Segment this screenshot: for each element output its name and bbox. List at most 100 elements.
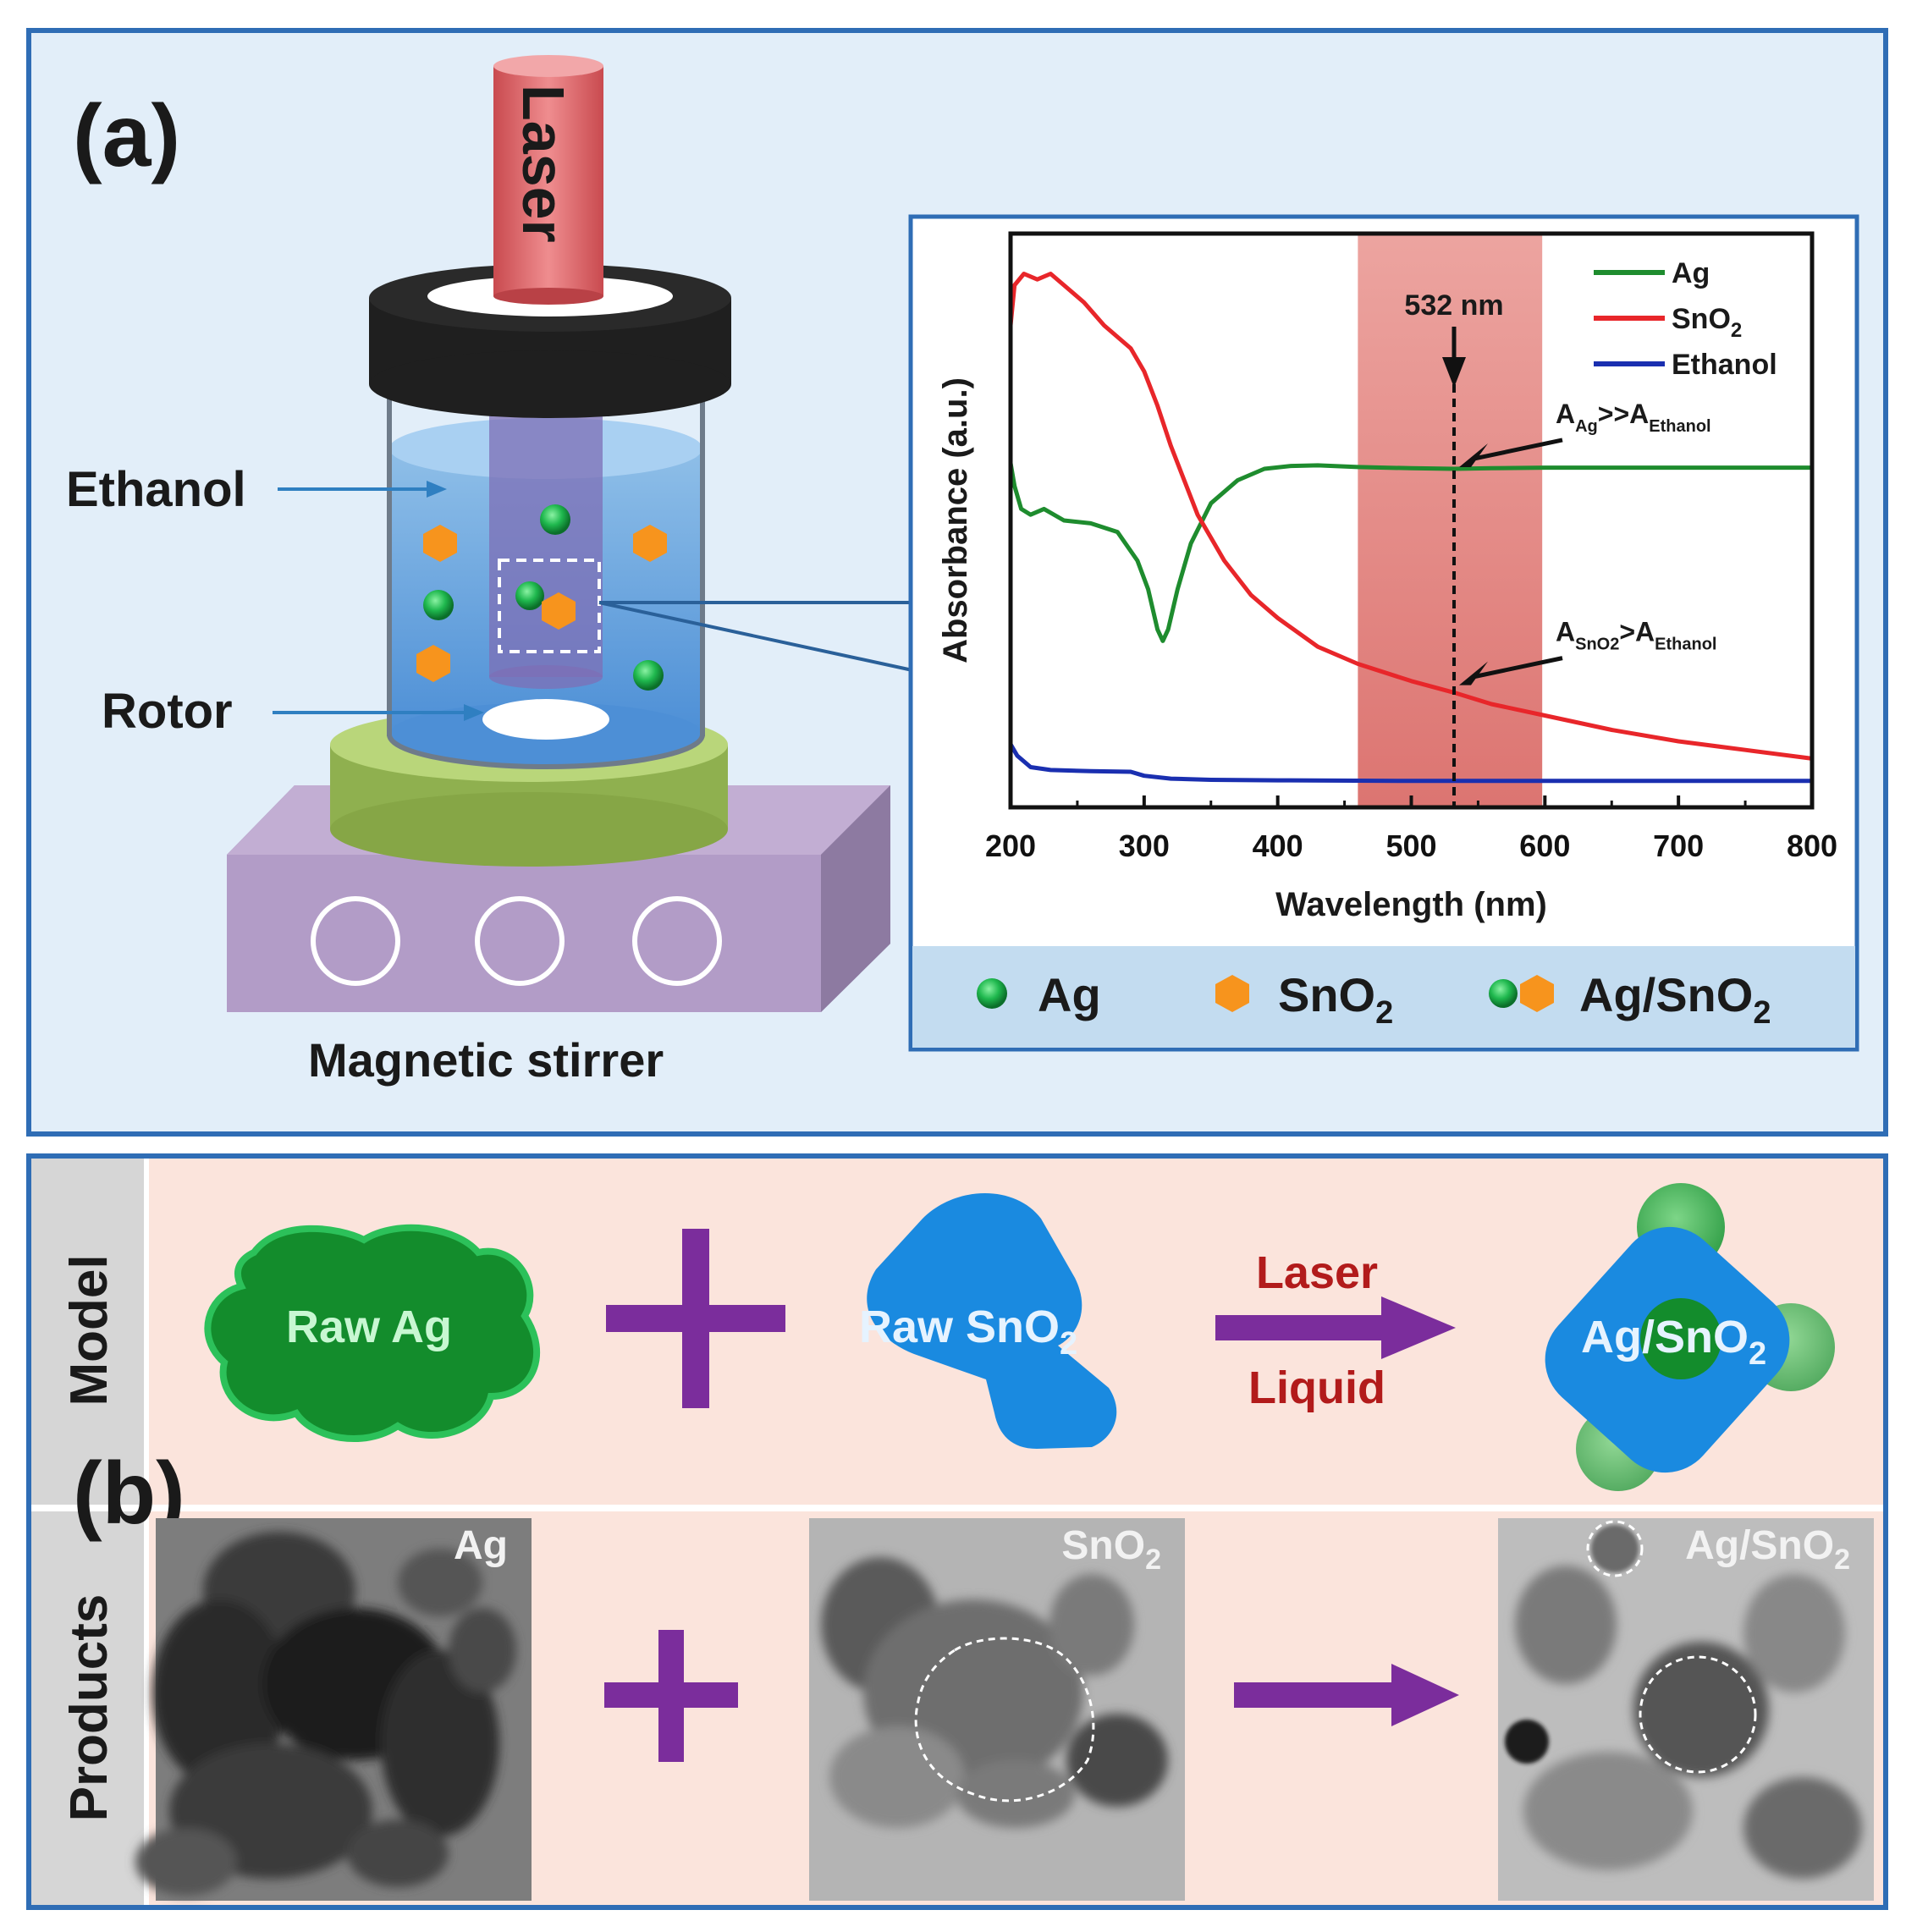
x-tick-label: 700 bbox=[1653, 828, 1704, 863]
ethanol-label: Ethanol bbox=[66, 462, 246, 517]
annotation-part: Ag bbox=[1575, 417, 1598, 436]
annotation-0: AAg>>AEthanol bbox=[1556, 399, 1711, 436]
rotor-bar bbox=[482, 699, 609, 740]
tem-image-agsno2: Ag/SnO2 bbox=[1498, 1518, 1874, 1901]
annotation-part: A bbox=[1556, 399, 1575, 429]
annotation-arrow-shaft bbox=[1474, 656, 1563, 680]
x-tick-label: 500 bbox=[1385, 828, 1436, 863]
arrow-right-icon-model bbox=[1215, 1296, 1456, 1359]
annotation-part: Ethanol bbox=[1655, 636, 1716, 654]
ag-particle bbox=[540, 504, 570, 535]
row-label-model: Model bbox=[60, 1254, 118, 1406]
sno2-legend-icon bbox=[1215, 975, 1249, 1012]
legend-sno2-sub: 2 bbox=[1375, 995, 1393, 1031]
ag-particle bbox=[633, 660, 664, 691]
legend-label-sub: 2 bbox=[1731, 319, 1742, 342]
annotation-arrow-head bbox=[1459, 443, 1489, 467]
zoom-box bbox=[498, 559, 601, 653]
agsno2-legend-icon-sno2 bbox=[1520, 975, 1554, 1012]
plus-icon-model bbox=[606, 1229, 785, 1408]
panel-a: (a) bbox=[26, 28, 1888, 1137]
rotor-label: Rotor bbox=[102, 684, 233, 739]
stirrer-knob-3 bbox=[632, 896, 722, 986]
annotation-arrow-shaft bbox=[1474, 438, 1563, 461]
legend-label-main: Ag bbox=[1672, 257, 1710, 289]
legend-agsno2-sub: 2 bbox=[1753, 995, 1771, 1031]
absorbance-chart: 200 300 400 500 600 700 800 Wavelength (nm) Ab… bbox=[937, 231, 1837, 923]
x-tick-label: 300 bbox=[1119, 828, 1170, 863]
agsno2-label: Ag/SnO2 bbox=[1581, 1312, 1766, 1372]
legend-label-main: Ethanol bbox=[1672, 349, 1777, 381]
arrow-label-liquid: Liquid bbox=[1248, 1362, 1385, 1413]
tem-sno2-outline bbox=[914, 1637, 1095, 1803]
legend-sno2-main: SnO bbox=[1278, 968, 1375, 1021]
tem-sno2-main: SnO bbox=[1061, 1523, 1145, 1568]
sno2-particle bbox=[542, 592, 576, 630]
arrow-right-icon-products bbox=[1234, 1664, 1459, 1726]
annotation-part: Ethanol bbox=[1649, 417, 1710, 436]
legend-label-ethanol: Ethanol bbox=[1672, 349, 1777, 381]
ag-legend-icon bbox=[977, 978, 1007, 1009]
tem-ag-label: Ag bbox=[454, 1523, 508, 1568]
arrow-label-laser: Laser bbox=[1256, 1247, 1378, 1298]
beaker bbox=[387, 389, 705, 769]
annotation-arrow-head bbox=[1459, 661, 1489, 685]
x-tick-label: 400 bbox=[1253, 828, 1303, 863]
series-line-ethanol bbox=[1008, 741, 1815, 784]
legend-label-main: SnO bbox=[1672, 303, 1731, 335]
x-axis-label: Wavelength (nm) bbox=[1275, 886, 1547, 923]
agsno2-main: Ag/SnO bbox=[1581, 1312, 1749, 1362]
legend-label-ag: Ag bbox=[1672, 257, 1710, 289]
plus-icon-products bbox=[604, 1630, 738, 1762]
series-layer bbox=[1008, 272, 1815, 784]
sno2-particle bbox=[423, 525, 457, 562]
legend-agsno2-main: Ag/SnO bbox=[1579, 968, 1753, 1021]
tem-image-sno2: SnO2 bbox=[809, 1518, 1185, 1901]
x-tick-label: 800 bbox=[1787, 828, 1837, 863]
raw-sno2-main: Raw SnO bbox=[859, 1302, 1060, 1352]
sno2-particle bbox=[416, 645, 450, 682]
legend-label-sno: SnO2 bbox=[1672, 303, 1742, 342]
marker-532-arrow bbox=[1442, 327, 1467, 388]
stirrer-label: Magnetic stirrer bbox=[308, 1033, 664, 1087]
y-axis-label: Absorbance (a.u.) bbox=[937, 377, 974, 663]
series-line-ag bbox=[1008, 460, 1815, 643]
annotation-part: A bbox=[1556, 617, 1575, 647]
tem-ag-outline bbox=[1586, 1520, 1644, 1577]
row-label-products: Products bbox=[60, 1594, 118, 1822]
tem-agsno2-label: Ag/SnO2 bbox=[1685, 1523, 1850, 1576]
marker-arrow-head bbox=[1442, 357, 1467, 388]
x-tick-label: 600 bbox=[1519, 828, 1570, 863]
raw-sno2-shape: Raw SnO2 bbox=[859, 1193, 1117, 1449]
x-tick-label: 200 bbox=[985, 828, 1036, 863]
laser-band-highlight bbox=[1358, 234, 1543, 807]
panel-b: Model Products Raw Ag Raw SnO2 Laser Liq… bbox=[26, 1153, 1888, 1910]
marker-532-label: 532 nm bbox=[1404, 289, 1503, 322]
annotation-part: >>A bbox=[1598, 399, 1649, 429]
row-label-column bbox=[31, 1159, 146, 1905]
panel-a-label: (a) bbox=[73, 87, 180, 185]
ag-particle bbox=[515, 581, 544, 610]
inset-legend-bar bbox=[912, 946, 1855, 1048]
legend-agsno2: Ag/SnO2 bbox=[1579, 968, 1771, 1031]
stirrer-knob-2 bbox=[475, 896, 565, 986]
raw-ag-label: Raw Ag bbox=[286, 1302, 452, 1352]
tem-sno2-sub: 2 bbox=[1145, 1544, 1161, 1576]
series-line-sno bbox=[1008, 272, 1815, 761]
tick-layer: 200 300 400 500 600 700 800 bbox=[985, 795, 1837, 863]
raw-sno2-sub: 2 bbox=[1060, 1326, 1077, 1362]
annotation-part: SnO2 bbox=[1575, 636, 1619, 654]
agsno2-sub: 2 bbox=[1749, 1336, 1766, 1372]
tem-agsno2-sub: 2 bbox=[1834, 1544, 1850, 1576]
agsno2-legend-icon-ag bbox=[1489, 979, 1518, 1008]
laser-beam-in-liquid bbox=[489, 398, 603, 677]
laser-source: Laser bbox=[493, 55, 603, 305]
particle-legend: Ag SnO2 Ag/SnO2 bbox=[977, 968, 1771, 1031]
annotation-part: >A bbox=[1619, 617, 1655, 647]
zoom-connector bbox=[598, 601, 913, 672]
raw-sno2-label: Raw SnO2 bbox=[859, 1302, 1077, 1362]
sno2-particle bbox=[633, 525, 667, 562]
